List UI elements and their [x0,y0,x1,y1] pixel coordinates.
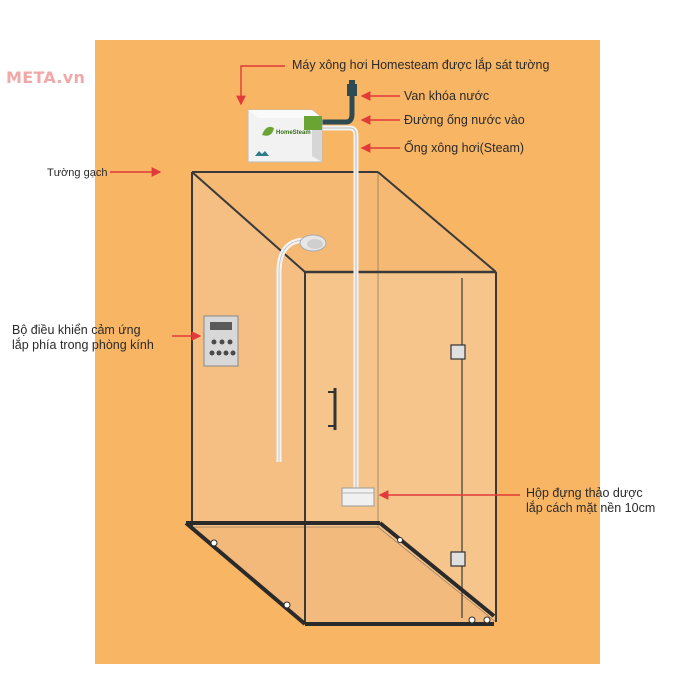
rail-feet [210,537,491,624]
meta-logo: META.vn [6,68,86,87]
label-controller-line1: Bộ điều khiển cảm ứng [12,323,141,337]
shower-head-icon [299,234,327,252]
label-controller-line2: lắp phía trong phòng kính [12,338,154,352]
steamer-machine: HomeSteam [247,109,323,163]
label-brick-wall: Tường gạch [47,167,108,179]
label-steam-pipe: Ống xông hơi(Steam) [404,141,525,155]
touch-controller [203,315,239,367]
door-hinge [450,344,466,567]
herb-box [341,487,375,507]
cabin-frame [191,171,497,623]
water-inlet-pipe [322,92,355,125]
label-valve: Van khóa nước [404,89,490,103]
steamer-leaf-icon [262,126,274,136]
floor [192,527,496,622]
steamer-brand: HomeSteam [276,130,311,136]
back-panel [192,172,496,272]
label-steamer: Máy xông hơi Homesteam được lắp sát tườn… [292,58,550,72]
label-herb-box-line2: lắp cách mặt nền 10cm [526,501,656,515]
water-valve-icon [347,84,357,96]
label-water-pipe: Đường ống nước vào [404,113,525,127]
label-herb-box-line1: Hộp đựng thảo dược [526,486,643,500]
callout-arrows [110,65,520,500]
door-handle-icon [328,388,337,430]
steamer-m-icon [255,151,269,156]
